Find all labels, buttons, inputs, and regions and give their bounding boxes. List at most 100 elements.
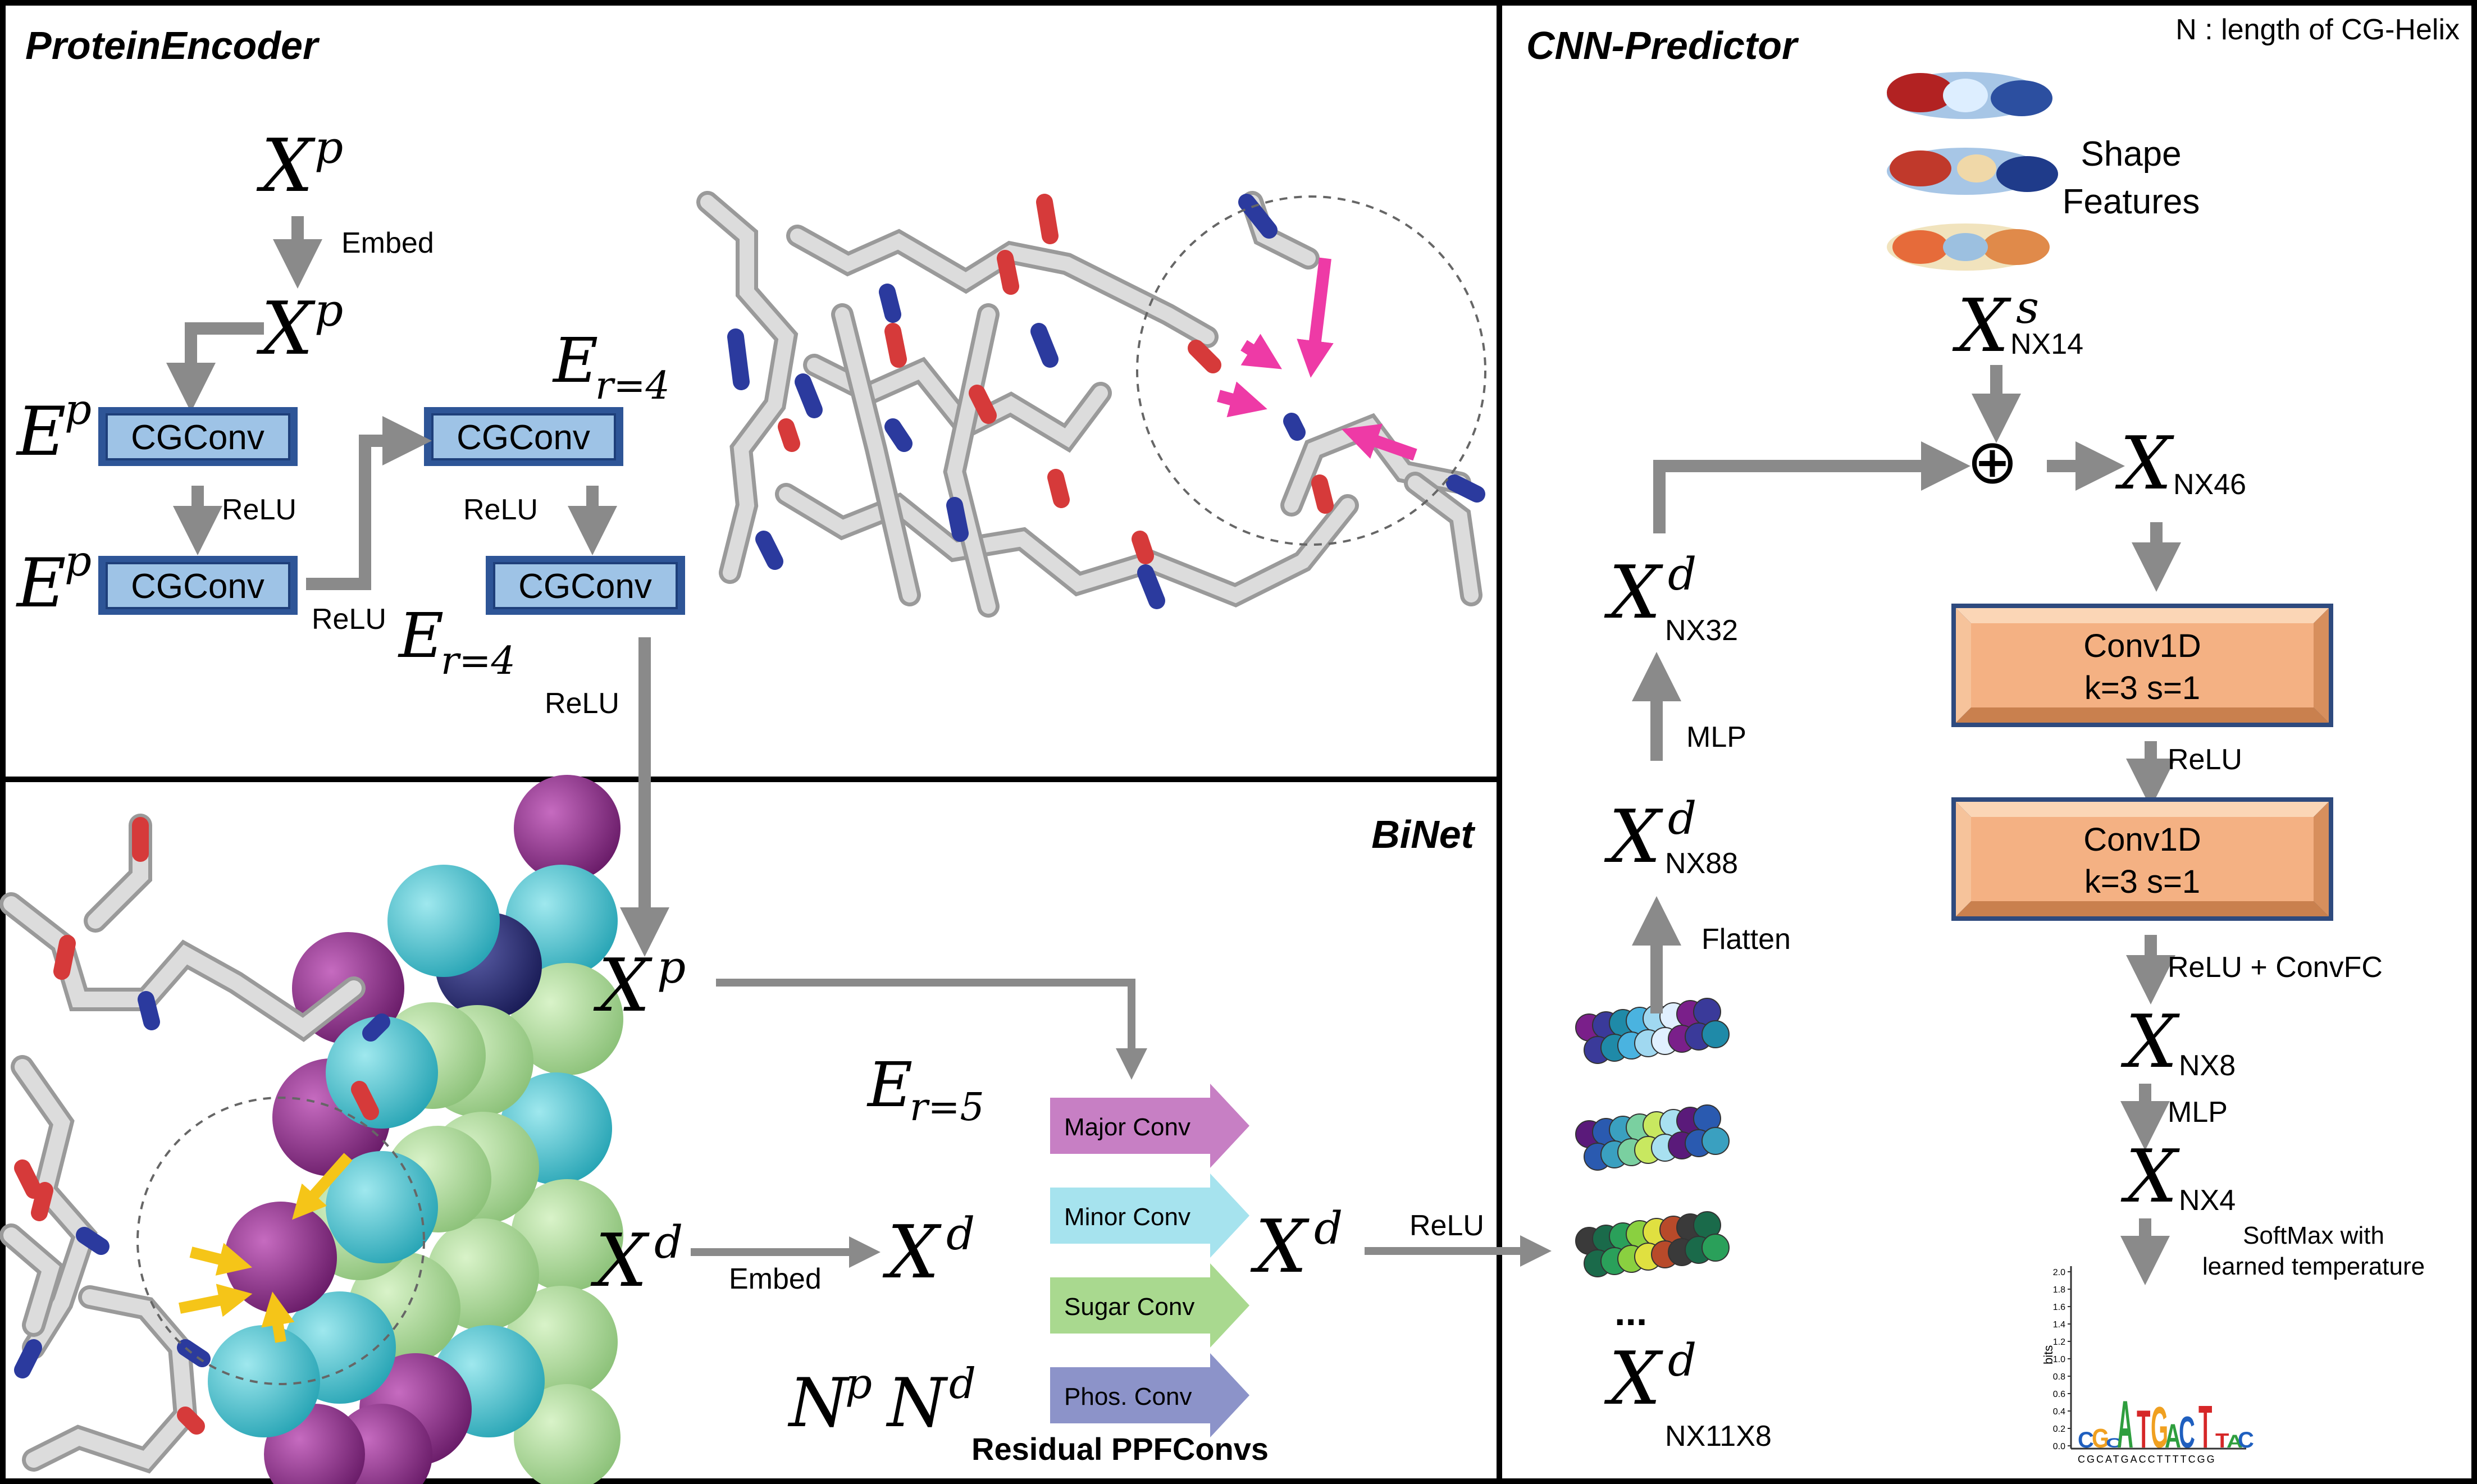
svg-text:E: E xyxy=(552,325,598,396)
relu-label-3: ReLU xyxy=(463,494,538,526)
svg-text:X: X xyxy=(256,286,316,371)
svg-text:p: p xyxy=(845,1359,872,1408)
svg-text:X: X xyxy=(2115,421,2174,506)
softmax-label-2: learned temperature xyxy=(2202,1253,2425,1280)
conv-arrow-2: Sugar Conv xyxy=(1050,1263,1249,1348)
svg-text:E: E xyxy=(398,600,444,672)
shape-label-2: Features xyxy=(2063,182,2200,221)
dna-sphere xyxy=(1701,1127,1730,1155)
svg-text:d: d xyxy=(1668,548,1696,600)
cnn-mlp-label: MLP xyxy=(2168,1096,2228,1129)
conv-arrow-label: Major Conv xyxy=(1064,1113,1190,1141)
x-nx8: X NX8 xyxy=(2120,999,2236,1084)
logo-y-tick: 1.4 xyxy=(2053,1320,2065,1330)
svg-text:X: X xyxy=(593,943,653,1028)
ep-label-1: E p xyxy=(16,385,92,471)
xd-nx11x8: X d NX11X8 xyxy=(1604,1334,1772,1453)
svg-text:Conv1D: Conv1D xyxy=(2083,628,2201,664)
cgconv-block-3: CGConv xyxy=(424,407,623,466)
xs-nx14: X s NX14 xyxy=(1952,281,2083,368)
svg-text:X: X xyxy=(1250,1204,1310,1289)
svg-text:X: X xyxy=(882,1209,942,1295)
logo-y-tick: 0.8 xyxy=(2053,1372,2065,1382)
svg-text:r=5: r=5 xyxy=(910,1085,984,1130)
logo-y-tick: 1.8 xyxy=(2053,1285,2065,1295)
binet-structure-image xyxy=(0,775,623,1484)
binet-e-r5: E r=5 xyxy=(866,1049,984,1130)
svg-text:p: p xyxy=(65,385,92,434)
logo-y-tick: 1.0 xyxy=(2053,1355,2065,1364)
cgconv-block-1: CGConv xyxy=(98,407,298,466)
svg-text:NX8: NX8 xyxy=(2179,1049,2236,1082)
xp-input: X p xyxy=(256,121,343,208)
flatten-label: Flatten xyxy=(1701,923,1791,956)
xd-nx88: X d NX88 xyxy=(1604,792,1738,880)
svg-text:p: p xyxy=(314,284,343,336)
svg-text:d: d xyxy=(1668,792,1696,844)
x-nx4: X NX4 xyxy=(2120,1134,2236,1219)
relu-label-1: ReLU xyxy=(222,494,296,526)
svg-text:d: d xyxy=(949,1359,976,1408)
svg-text:k=3 s=1: k=3 s=1 xyxy=(2084,864,2200,900)
conv1d-block-1: Conv1D k=3 s=1 xyxy=(1951,604,2333,727)
logo-x-sequence: CGCATGACCTTTTCGG xyxy=(2078,1454,2216,1465)
xp-embedded: X p xyxy=(256,284,343,371)
relu-label-2: ReLU xyxy=(312,603,386,636)
dna-sphere xyxy=(1701,1234,1730,1262)
svg-text:X: X xyxy=(2120,1134,2180,1219)
svg-text:CGConv: CGConv xyxy=(131,418,264,457)
svg-text:d: d xyxy=(946,1208,975,1260)
dna-sphere-stacks xyxy=(1575,998,1730,1277)
svg-text:X: X xyxy=(590,1218,650,1303)
x-nx46: X NX46 xyxy=(2115,421,2246,506)
logo-letter: T xyxy=(2137,1399,2150,1459)
xd-nx32: X d NX32 xyxy=(1604,548,1738,647)
svg-text:NX4: NX4 xyxy=(2179,1184,2236,1217)
residual-ppfconvs-label: Residual PPFConvs xyxy=(971,1431,1269,1467)
logo-y-tick: 2.0 xyxy=(2053,1268,2065,1277)
svg-text:p: p xyxy=(657,941,686,993)
shape-label-1: Shape xyxy=(2081,135,2181,173)
cgconv-block-2: CGConv xyxy=(98,556,298,615)
softmax-label-1: SoftMax with xyxy=(2243,1222,2384,1249)
svg-text:X: X xyxy=(256,123,316,208)
protein-structure-image-top xyxy=(690,191,1488,620)
binet-embed-label: Embed xyxy=(729,1263,822,1295)
binet-np-nd: N p N d xyxy=(787,1359,976,1442)
svg-text:CGConv: CGConv xyxy=(518,567,652,606)
svg-text:NX32: NX32 xyxy=(1665,614,1738,647)
embed-label-1: Embed xyxy=(341,227,434,259)
conv-arrow-0: Major Conv xyxy=(1050,1084,1249,1168)
cnn-predictor-title: CNN-Predictor xyxy=(1526,24,1799,67)
protein-encoder-title: ProteinEncoder xyxy=(25,24,320,67)
cgconv2-to-cgconv3-arrow xyxy=(306,416,432,590)
svg-text:NX88: NX88 xyxy=(1665,847,1738,880)
e-r4-label-1: E r=4 xyxy=(552,325,670,408)
svg-text:E: E xyxy=(16,393,66,471)
svg-text:r=4: r=4 xyxy=(441,639,516,683)
logo-letter: A xyxy=(2117,1386,2133,1462)
cnn-relu-label: ReLU xyxy=(2168,743,2242,776)
relu-convfc-label: ReLU + ConvFC xyxy=(2168,951,2383,984)
svg-text:p: p xyxy=(314,121,343,173)
binet-xp: X p xyxy=(593,941,686,1028)
stack-ellipsis: ... xyxy=(1614,1290,1647,1334)
svg-text:NX14: NX14 xyxy=(2010,328,2083,360)
binet-xd-input: X d xyxy=(590,1216,683,1303)
svg-text:N: N xyxy=(886,1364,948,1442)
shape-feature-helices xyxy=(1887,72,2058,271)
svg-text:d: d xyxy=(1668,1334,1696,1386)
svg-text:X: X xyxy=(2120,999,2180,1084)
cgconv-block-4: CGConv xyxy=(486,556,685,615)
logo-letter: T xyxy=(2198,1393,2212,1461)
logo-y-tick: 0.4 xyxy=(2053,1407,2065,1417)
logo-y-tick: 1.2 xyxy=(2053,1337,2065,1347)
sequence-logo: bits 0.00.20.40.60.81.01.21.41.61.82.0 C… xyxy=(2041,1266,2254,1465)
binet-title: BiNet xyxy=(1371,812,1475,856)
ep-label-2: E p xyxy=(16,536,92,623)
svg-text:X: X xyxy=(1604,794,1663,879)
svg-text:CGConv: CGConv xyxy=(457,418,590,457)
dna-sphere xyxy=(1701,1020,1730,1048)
